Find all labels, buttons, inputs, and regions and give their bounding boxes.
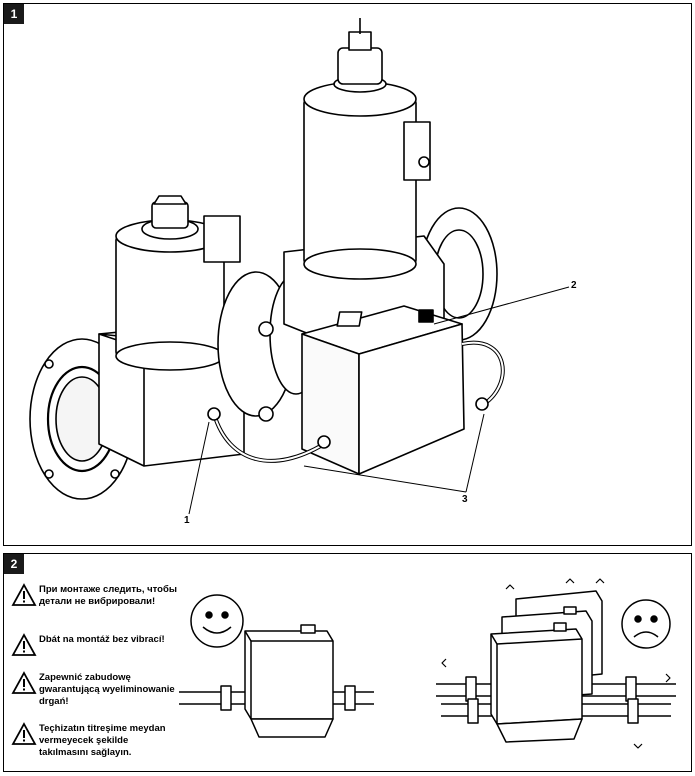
- left-flange: [29, 338, 135, 500]
- warning-russian: При монтаже следить, чтобы детали не виб…: [11, 583, 177, 608]
- panel-number: 1: [4, 4, 24, 24]
- control-box-side: [358, 323, 465, 475]
- happy-face-icon: [190, 594, 244, 648]
- warning-triangle-icon: [11, 722, 37, 745]
- sad-face-icon: [621, 599, 671, 649]
- warning-czech: Dbát na montáž bez vibrací!: [11, 633, 177, 656]
- warning-text: Dbát na montáž bez vibrací!: [39, 634, 165, 645]
- callout-1: 1: [184, 515, 190, 526]
- panel-number: 2: [4, 554, 24, 574]
- warning-text: Teçhizatın titreşime meydan vermeyecek ş…: [39, 723, 166, 758]
- vibration-marks: [441, 578, 671, 749]
- warning-polish: Zapewnić zabudowę gwarantującą wyelimino…: [11, 671, 177, 708]
- warning-turkish: Teçhizatın titreşime meydan vermeyecek ş…: [11, 722, 177, 759]
- warning-triangle-icon: [11, 671, 37, 694]
- figure-panel-2: 2 При монтаже следить, чтобы детали не в…: [3, 553, 692, 772]
- callout-2: 2: [571, 280, 577, 291]
- warning-text: Zapewnić zabudowę gwarantującą wyelimino…: [39, 672, 175, 707]
- actuator-box: [244, 630, 334, 720]
- figure-panel-1: 1: [3, 3, 692, 546]
- warning-text: При монтаже следить, чтобы детали не виб…: [39, 584, 177, 607]
- callout-3: 3: [462, 494, 468, 505]
- valve-assembly-drawing: [29, 18, 570, 515]
- warning-triangle-icon: [11, 633, 37, 656]
- warning-triangle-icon: [11, 583, 37, 606]
- correct-mounting-illustration: [179, 594, 374, 738]
- right-solenoid-cylinder: [303, 98, 417, 265]
- incorrect-vibrating-illustration: [436, 578, 676, 749]
